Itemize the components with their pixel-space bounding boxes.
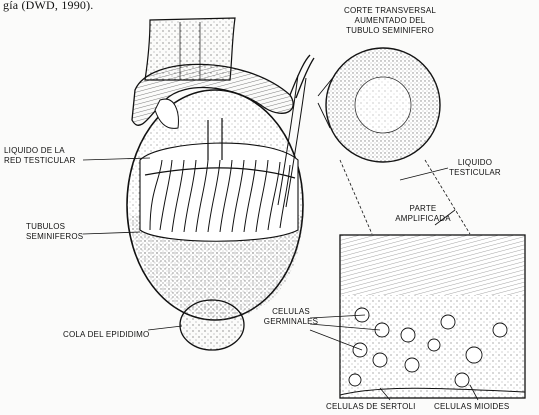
label-germinal-line2: GERMINALES — [256, 317, 326, 327]
label-tubules: TUBULOS SEMINIFEROS — [26, 222, 83, 242]
amplified-region — [340, 235, 525, 398]
epididymis-tail — [180, 300, 244, 350]
label-germinal: CELULAS GERMINALES — [256, 307, 326, 327]
label-testicular-fluid: LIQUIDO TESTICULAR — [440, 158, 510, 178]
label-cross-section: CORTE TRANSVERSAL AUMENTADO DEL TUBULO S… — [335, 6, 445, 36]
label-germinal-line1: CELULAS — [256, 307, 326, 317]
label-rete-fluid-line1: LIQUIDO DE LA — [4, 146, 76, 156]
label-amplified-line1: PARTE — [378, 204, 468, 214]
label-epididymis-tail: COLA DEL EPIDIDIMO — [63, 330, 149, 340]
label-amplified: PARTE AMPLIFICADA — [378, 204, 468, 224]
label-cross-section-line1: CORTE TRANSVERSAL — [335, 6, 445, 16]
label-tubules-line2: SEMINIFEROS — [26, 232, 83, 242]
label-testicular-fluid-line2: TESTICULAR — [440, 168, 510, 178]
label-sertoli: CELULAS DE SERTOLI — [326, 402, 416, 412]
label-cross-section-line3: TUBULO SEMINIFERO — [335, 26, 445, 36]
cross-section-circle — [326, 48, 440, 162]
label-cross-section-line2: AUMENTADO DEL — [335, 16, 445, 26]
label-amplified-line2: AMPLIFICADA — [378, 214, 468, 224]
label-testicular-fluid-line1: LIQUIDO — [440, 158, 510, 168]
label-rete-fluid-line2: RED TESTICULAR — [4, 156, 76, 166]
label-rete-fluid: LIQUIDO DE LA RED TESTICULAR — [4, 146, 76, 166]
label-myoid: CELULAS MIOIDES — [434, 402, 509, 412]
label-tubules-line1: TUBULOS — [26, 222, 83, 232]
